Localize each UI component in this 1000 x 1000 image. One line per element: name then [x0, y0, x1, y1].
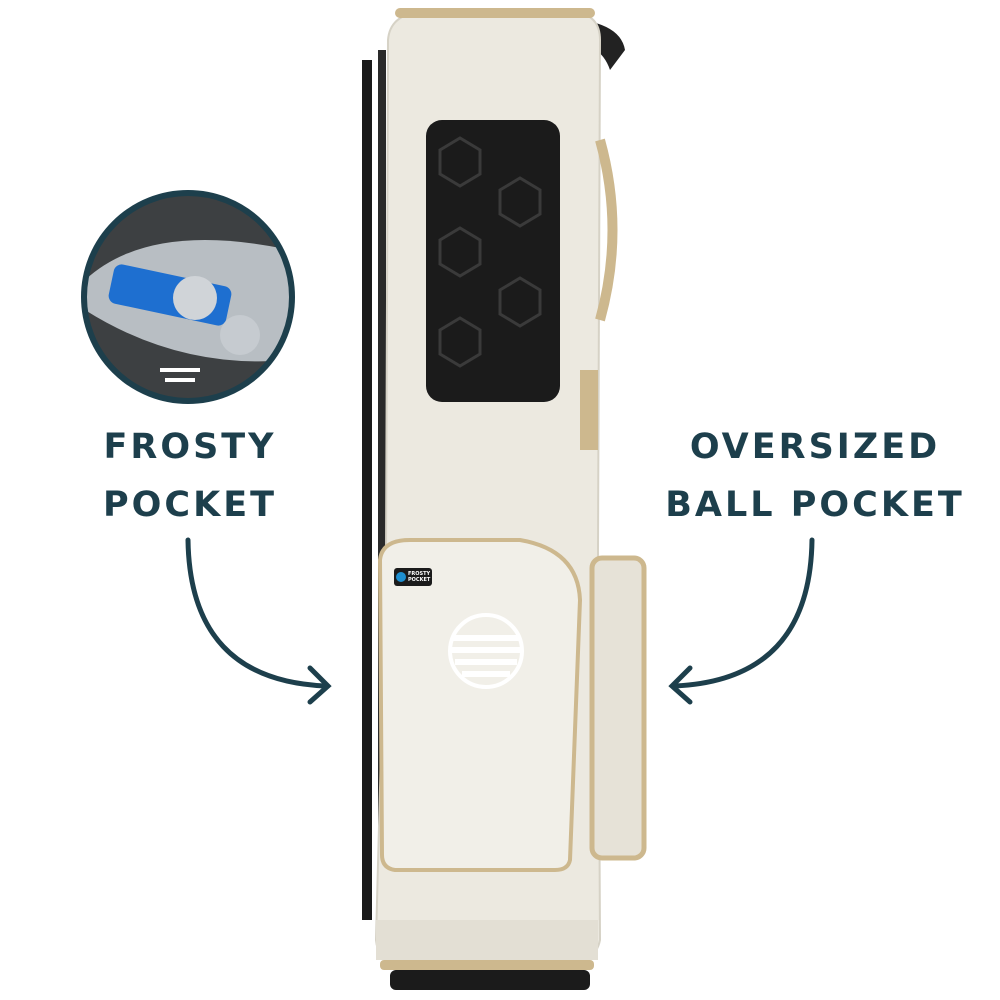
snowflake-icon	[396, 572, 406, 582]
grip-panel-pattern	[438, 136, 542, 368]
brand-logo	[448, 613, 524, 689]
tag-line-1: FROSTY	[408, 571, 431, 577]
frosty-pocket-inset-photo	[81, 190, 295, 404]
right-arrow-icon	[668, 537, 815, 705]
carry-strap	[595, 138, 618, 322]
frosty-pocket	[377, 538, 583, 872]
tag-line-2: POCKET	[408, 577, 431, 583]
ball-pocket-callout: OVERSIZED BALL POCKET	[665, 418, 965, 534]
frosty-pocket-callout: FROSTY POCKET	[90, 418, 290, 534]
bag-base	[376, 920, 598, 960]
callout-line-1: OVERSIZED	[689, 427, 941, 467]
strap-anchor	[580, 370, 598, 450]
left-arrow-icon	[185, 537, 332, 705]
stand-legs	[362, 50, 386, 930]
top-rim-trim	[395, 8, 595, 18]
frosty-pocket-tag-label: FROSTY POCKET	[408, 571, 430, 583]
base-trim	[380, 960, 594, 970]
ball-pocket	[589, 555, 647, 861]
frosty-pocket-tag	[394, 568, 432, 586]
callout-line-2: POCKET	[103, 485, 277, 525]
callout-line-2: BALL POCKET	[665, 485, 965, 525]
grip-panel	[426, 120, 560, 402]
base-foot	[390, 970, 590, 990]
callout-line-1: FROSTY	[103, 427, 277, 467]
